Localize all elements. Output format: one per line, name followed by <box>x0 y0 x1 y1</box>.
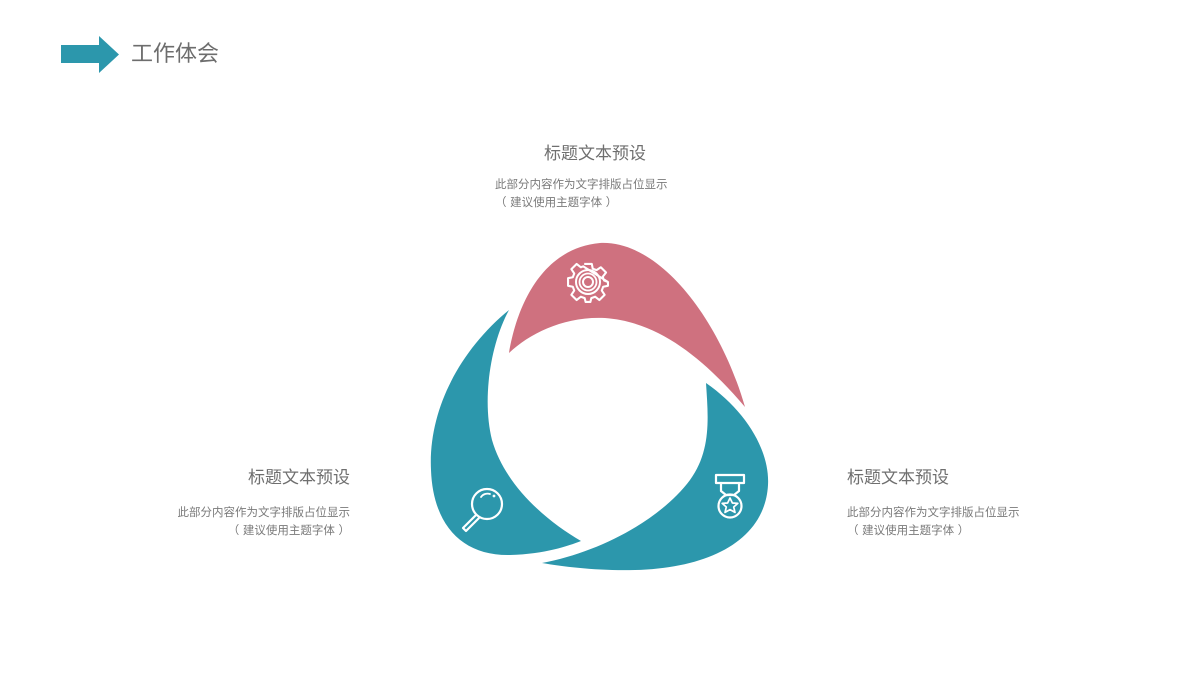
text-block-right: 标题文本预设 此部分内容作为文字排版占位显示 （ 建议使用主题字体 ） <box>847 467 1067 539</box>
cycle-segment-right <box>542 383 769 571</box>
block-desc-right-line2: （ 建议使用主题字体 ） <box>847 523 970 537</box>
block-desc-left-line1: 此部分内容作为文字排版占位显示 <box>177 505 351 519</box>
page-title: 工作体会 <box>131 42 220 67</box>
block-desc-left-line2: （ 建议使用主题字体 ） <box>227 523 350 537</box>
block-desc-right-line1: 此部分内容作为文字排版占位显示 <box>847 505 1020 519</box>
header: 工作体会 <box>0 0 1200 100</box>
block-desc-top-line2: （ 建议使用主题字体 ） <box>495 195 618 209</box>
medal-icon <box>714 473 746 519</box>
block-title-left: 标题文本预设 <box>248 468 350 488</box>
text-block-top: 标题文本预设 此部分内容作为文字排版占位显示 （ 建议使用主题字体 ） <box>480 143 710 211</box>
cycle-segment-left <box>430 310 581 556</box>
magnifier-icon <box>461 487 504 533</box>
cycle-segment-top <box>509 242 745 407</box>
arrow-right-icon <box>61 36 119 73</box>
block-desc-top-line1: 此部分内容作为文字排版占位显示 <box>495 177 668 191</box>
text-block-left: 标题文本预设 此部分内容作为文字排版占位显示 （ 建议使用主题字体 ） <box>150 467 351 539</box>
segment-top-shape <box>509 242 745 407</box>
gear-icon <box>567 262 609 303</box>
block-title-top: 标题文本预设 <box>544 144 646 164</box>
segment-left-shape <box>430 310 581 556</box>
segment-right-shape <box>542 383 769 571</box>
block-title-right: 标题文本预设 <box>847 468 949 488</box>
